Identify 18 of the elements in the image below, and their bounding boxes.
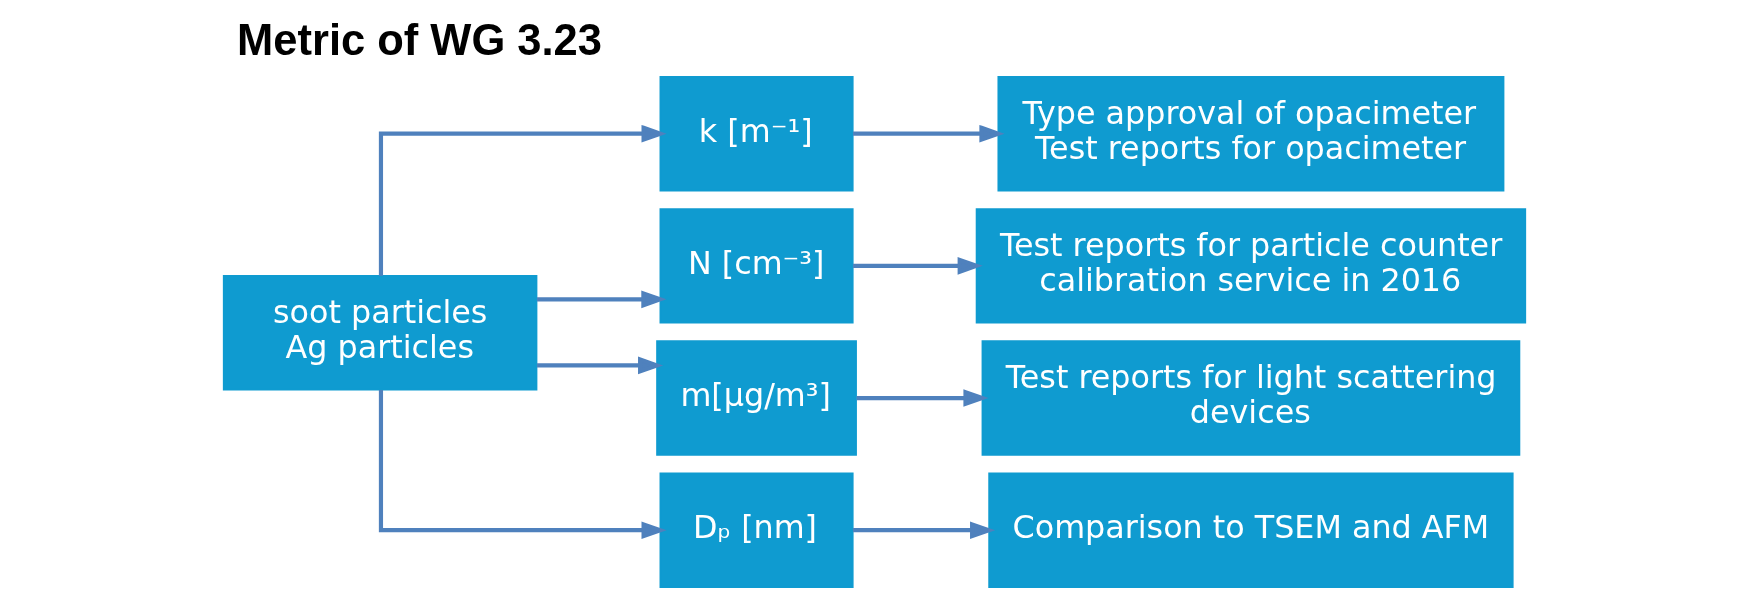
- arrow: [537, 356, 664, 375]
- node-box: Dₚ [nm]: [659, 472, 854, 588]
- arrow: [537, 290, 667, 309]
- arrow: [853, 257, 983, 275]
- arrow: [378, 389, 667, 539]
- node-box: Type approval of opacimeter Test reports for opacimeter: [997, 75, 1505, 192]
- node-box: soot particles Ag particles: [222, 275, 538, 391]
- node-box: Comparison to TSEM and AFM: [988, 472, 1514, 588]
- node-box: Test reports for particle counter calibration service in 2016: [975, 208, 1527, 324]
- node-box: Test reports for light scattering devices: [981, 340, 1521, 456]
- arrow: [853, 124, 1005, 143]
- arrow: [378, 124, 667, 276]
- arrow: [856, 389, 989, 407]
- node-box: m[µg/m³]: [656, 340, 857, 456]
- node-box: N [cm⁻³]: [659, 208, 854, 324]
- diagram-title: Metric of WG 3.23: [237, 15, 602, 64]
- node-box: k [m⁻¹]: [659, 75, 854, 192]
- arrow: [853, 521, 996, 539]
